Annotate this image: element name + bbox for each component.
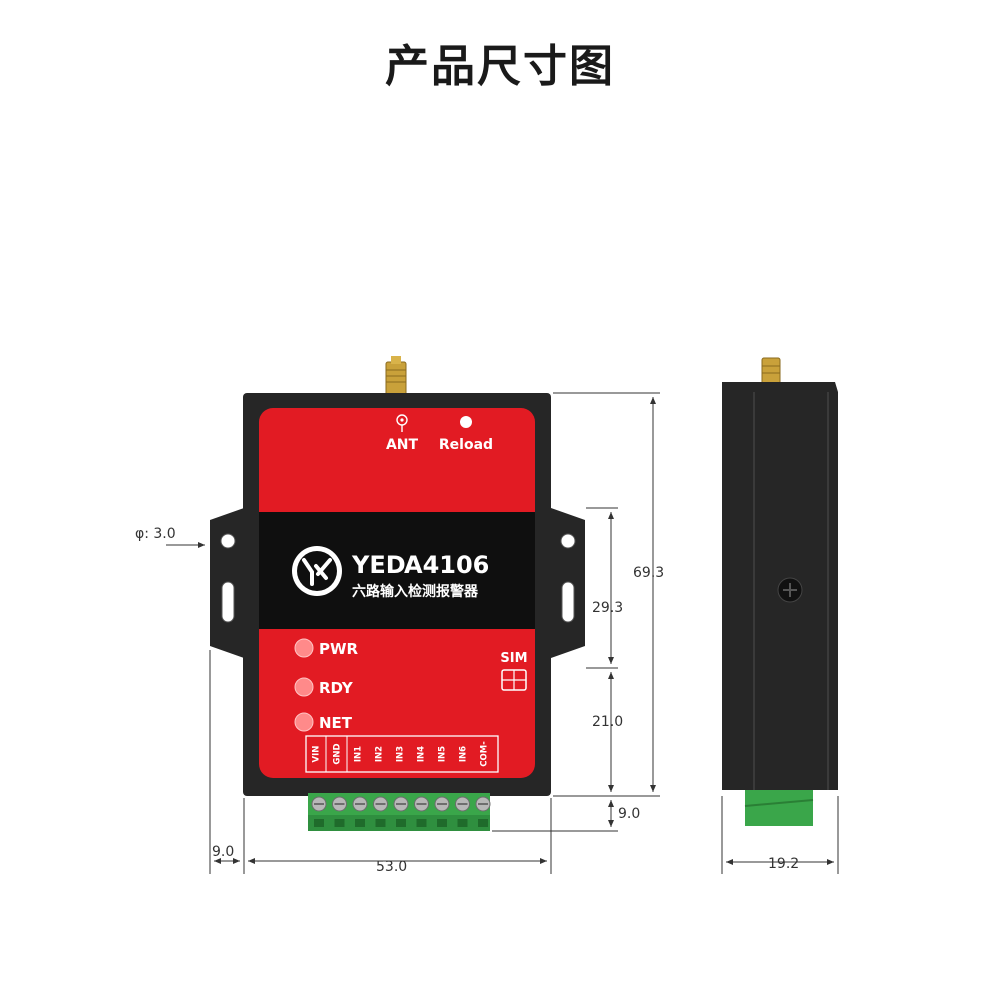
ant-icon [396,414,408,432]
terminal-label-in2: IN2 [375,746,385,762]
mounting-hole-left [220,533,236,549]
dim-ear-width: 9.0 [212,844,234,860]
mounting-hole-right [560,533,576,549]
led-pwr-label: PWR [319,640,359,658]
terminal-label-in4: IN4 [417,746,427,762]
model-subtitle: 六路输入检测报警器 [352,583,479,600]
mounting-ear-right [551,508,585,658]
sim-icon [501,669,527,691]
ant-label: ANT [386,437,419,453]
terminal-wire-slot[interactable] [437,819,447,827]
led-pwr [294,638,314,658]
led-rdy [294,677,314,697]
terminal-label-vin: VIN [312,746,322,763]
antenna-connector [385,356,407,397]
terminal-label-in1: IN1 [354,746,364,762]
led-rdy-label: RDY [319,679,354,697]
dim-mount-span: 29.3 [592,600,623,616]
led-net-label: NET [319,714,353,732]
brand-logo [292,546,342,596]
terminal-label-comminus: COM- [480,741,490,767]
page-title: 产品尺寸图 [385,41,615,92]
dim-body-width: 53.0 [376,859,407,875]
terminal-wire-slot[interactable] [355,819,365,827]
led-net [294,712,314,732]
terminal-wire-slot[interactable] [478,819,488,827]
dim-side-depth: 19.2 [768,856,799,872]
dim-height-total: 69.3 [633,565,664,581]
dim-terminal-depth: 9.0 [618,806,640,822]
model-name: A4106 [404,551,489,579]
terminal-label-gnd: GND [333,743,343,764]
terminal-wire-slot[interactable] [396,819,406,827]
brand-prefix: YED [351,551,406,579]
sim-label: SIM [500,651,527,666]
terminal-label-box [305,735,499,773]
terminal-label-in3: IN3 [396,746,406,762]
reload-label: Reload [439,437,493,453]
dim-lower-span: 21.0 [592,714,623,730]
terminal-wire-slot[interactable] [457,819,468,827]
reload-button[interactable] [460,416,472,428]
mounting-ear-left [210,508,244,658]
terminal-wire-slot[interactable] [416,819,427,827]
terminal-wire-slot[interactable] [334,819,345,827]
terminal-wire-slot[interactable] [314,819,324,827]
side-terminal-block [745,790,813,826]
mounting-slot-left [221,581,235,623]
terminal-label-in6: IN6 [459,746,469,762]
terminal-label-in5: IN5 [438,746,448,762]
mounting-slot-right [561,581,575,623]
dim-hole-label: φ: 3.0 [135,526,176,542]
terminal-wire-slot[interactable] [375,819,386,827]
